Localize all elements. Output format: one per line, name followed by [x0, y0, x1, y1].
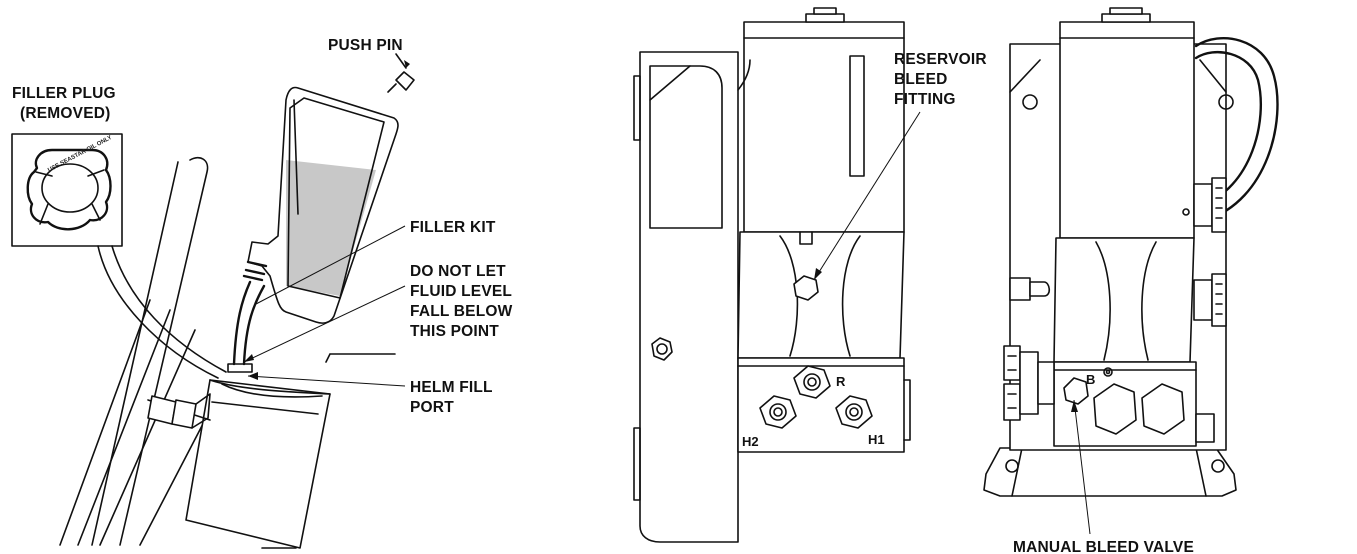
- push-pin: PUSH PIN: [328, 37, 415, 93]
- cable-gland-lower: [1193, 273, 1227, 327]
- fluid-level-label-3: FALL BELOW: [410, 303, 513, 320]
- reservoir-bleed-fitting: [793, 275, 819, 301]
- push-pin-label: PUSH PIN: [328, 37, 403, 54]
- filler-kit-label: FILLER KIT: [410, 219, 496, 236]
- reservoir-label-3: FITTING: [894, 91, 956, 108]
- front-port-right: [1141, 383, 1185, 435]
- helm-callouts: FILLER KIT DO NOT LET FLUID LEVEL FALL B…: [243, 219, 513, 416]
- manual-bleed-label: MANUAL BLEED VALVE: [1013, 539, 1194, 554]
- helm-fill-label-2: PORT: [410, 399, 454, 416]
- port-h2-fitting: [759, 395, 797, 429]
- helm-housing: [147, 353, 396, 549]
- pump-side-view: R H2 H1 RESERVOIR BLEED FITTING: [633, 7, 987, 543]
- port-h1-fitting: [835, 395, 873, 429]
- port-r-label: R: [836, 374, 846, 389]
- reservoir-label-2: BLEED: [894, 71, 948, 88]
- port-h1-label: H1: [868, 432, 885, 447]
- helm-fill-label-1: HELM FILL: [410, 379, 493, 396]
- helm-mount-lines: [59, 156, 209, 546]
- port-h2-label: H2: [742, 434, 759, 449]
- fluid-level-label-1: DO NOT LET: [410, 263, 506, 280]
- filler-plug-inset: USE SEASTAR OIL ONLY FILLER PLUG (REMOVE…: [11, 85, 227, 379]
- front-port-left: [1093, 383, 1137, 435]
- fluid-bottle: [227, 86, 399, 373]
- cable-gland-upper: [1182, 177, 1227, 233]
- filler-plug-label-1: FILLER PLUG: [12, 85, 116, 102]
- manual-bleed-valve: [1063, 377, 1089, 405]
- side-bracket-bolt: [651, 337, 673, 361]
- reservoir-label-1: RESERVOIR: [894, 51, 987, 68]
- pump-front-view: B MANUAL BLEED VALVE: [983, 7, 1279, 554]
- port-b-label: B: [1086, 372, 1095, 387]
- fluid-level-label-2: FLUID LEVEL: [410, 283, 512, 300]
- helm-fill-figure: USE SEASTAR OIL ONLY FILLER PLUG (REMOVE…: [11, 37, 513, 549]
- fluid-level-label-4: THIS POINT: [410, 323, 499, 340]
- filler-plug-label-2: (REMOVED): [20, 105, 111, 122]
- fluid-level: [286, 160, 376, 296]
- side-fittings: [1003, 345, 1055, 421]
- port-r-fitting: [793, 365, 831, 399]
